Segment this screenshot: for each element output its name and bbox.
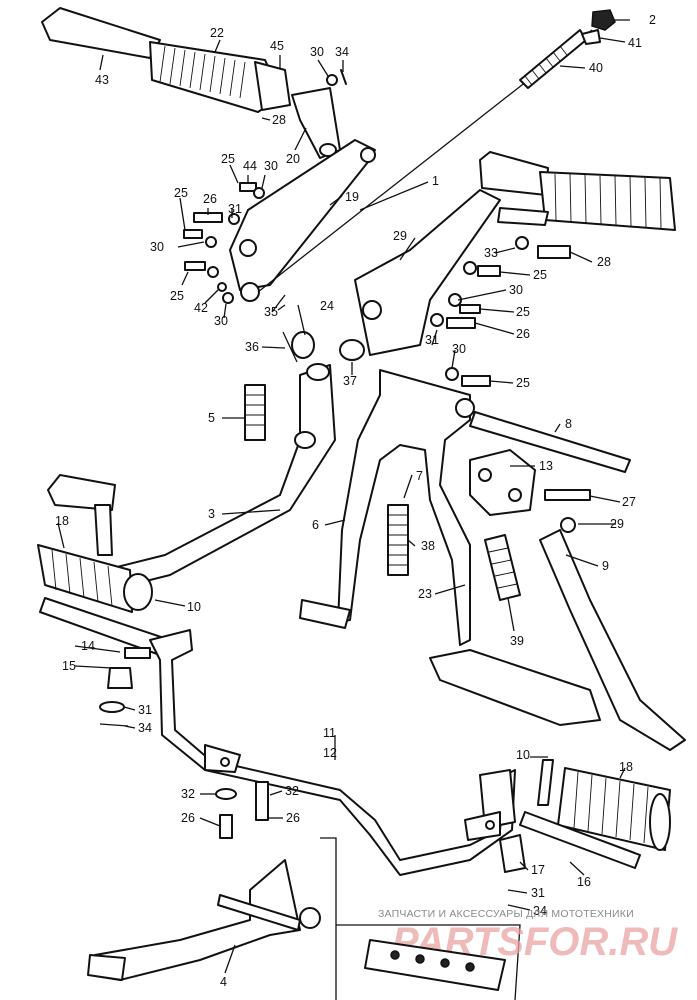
- footrest-bar: [149, 629, 516, 876]
- brake-pedal: [47, 363, 336, 591]
- callout-label-33: 33: [484, 246, 498, 260]
- callout-label-25: 25: [170, 289, 184, 303]
- callout-label-30: 30: [310, 45, 324, 59]
- callout-labels: 2 41 40 43 22 45 30 34 28 20 25 44 30 1 …: [55, 13, 656, 989]
- pivot-hardware-left: [99, 647, 151, 727]
- bolts-washers-left: [183, 69, 347, 313]
- callout-label-25: 25: [533, 268, 547, 282]
- callout-label-34: 34: [138, 721, 152, 735]
- leader-lines: [57, 19, 630, 1000]
- callout-label-37: 37: [343, 374, 357, 388]
- change-pedal: [87, 859, 321, 981]
- callout-label-30: 30: [150, 240, 164, 254]
- callout-label-26: 26: [516, 327, 530, 341]
- callout-label-16: 16: [577, 875, 591, 889]
- callout-label-45: 45: [270, 39, 284, 53]
- callout-label-5: 5: [208, 411, 215, 425]
- callout-label-32: 32: [285, 784, 299, 798]
- callout-label-6: 6: [312, 518, 319, 532]
- callout-label-18: 18: [55, 514, 69, 528]
- callout-label-25: 25: [516, 376, 530, 390]
- brake-rod: [257, 9, 616, 293]
- callout-label-31: 31: [138, 703, 152, 717]
- callout-label-20: 20: [286, 152, 300, 166]
- front-footrest-right: [519, 759, 671, 869]
- callout-label-14: 14: [81, 639, 95, 653]
- springs: [244, 384, 526, 873]
- callout-label-10: 10: [187, 600, 201, 614]
- callout-label-35: 35: [264, 305, 278, 319]
- callout-label-29: 29: [393, 229, 407, 243]
- callout-label-42: 42: [194, 301, 208, 315]
- callout-label-31: 31: [531, 886, 545, 900]
- callout-label-38: 38: [421, 539, 435, 553]
- callout-label-23: 23: [418, 587, 432, 601]
- callout-label-44: 44: [243, 159, 257, 173]
- callout-label-7: 7: [416, 469, 423, 483]
- callout-label-30: 30: [509, 283, 523, 297]
- front-footrest-left: [37, 544, 171, 656]
- callout-label-32: 32: [181, 787, 195, 801]
- callout-label-34: 34: [533, 904, 547, 918]
- callout-label-40: 40: [589, 61, 603, 75]
- callout-label-25: 25: [221, 152, 235, 166]
- callout-label-26: 26: [203, 192, 217, 206]
- callout-label-29: 29: [610, 517, 624, 531]
- callout-label-30: 30: [452, 342, 466, 356]
- callout-label-3: 3: [208, 507, 215, 521]
- callout-label-39: 39: [510, 634, 524, 648]
- callout-label-34: 34: [335, 45, 349, 59]
- callout-label-24: 24: [320, 299, 334, 313]
- callout-label-36: 36: [245, 340, 259, 354]
- callout-label-2: 2: [649, 13, 656, 27]
- bolts-washers-right: [282, 236, 571, 387]
- callout-label-43: 43: [95, 73, 109, 87]
- footrest-bar-bolts: [215, 781, 269, 839]
- callout-label-8: 8: [565, 417, 572, 431]
- callout-label-11: 11: [323, 726, 336, 740]
- callout-label-28: 28: [597, 255, 611, 269]
- callout-label-31: 31: [228, 202, 242, 216]
- rear-footrest-assembly-left: [41, 7, 376, 302]
- callout-label-10: 10: [516, 748, 530, 762]
- watermark-text: ЗАПЧАСТИ И АКСЕССУАРЫ ДЛЯ МОТОТЕХНИКИ: [378, 908, 634, 920]
- callout-label-30: 30: [264, 159, 278, 173]
- callout-label-27: 27: [622, 495, 636, 509]
- callout-label-25: 25: [174, 186, 188, 200]
- callout-label-12: 12: [323, 746, 337, 760]
- callout-label-9: 9: [602, 559, 609, 573]
- callout-label-13: 13: [539, 459, 553, 473]
- callout-label-26: 26: [181, 811, 195, 825]
- rear-footrest-assembly-right: [354, 151, 676, 356]
- callout-label-26: 26: [286, 811, 300, 825]
- callout-label-30: 30: [214, 314, 228, 328]
- callout-label-19: 19: [345, 190, 359, 204]
- main-stand: [299, 369, 631, 726]
- callout-label-15: 15: [62, 659, 76, 673]
- callout-label-1: 1: [432, 174, 439, 188]
- callout-label-41: 41: [628, 36, 642, 50]
- callout-label-4: 4: [220, 975, 227, 989]
- callout-label-25: 25: [516, 305, 530, 319]
- callout-label-17: 17: [531, 863, 545, 877]
- callout-label-18: 18: [619, 760, 633, 774]
- callout-label-22: 22: [210, 26, 224, 40]
- watermark: ЗАПЧАСТИ И АКСЕССУАРЫ ДЛЯ МОТОТЕХНИКИ PA…: [364, 908, 678, 991]
- callout-label-28: 28: [272, 113, 286, 127]
- callout-label-31: 31: [425, 333, 439, 347]
